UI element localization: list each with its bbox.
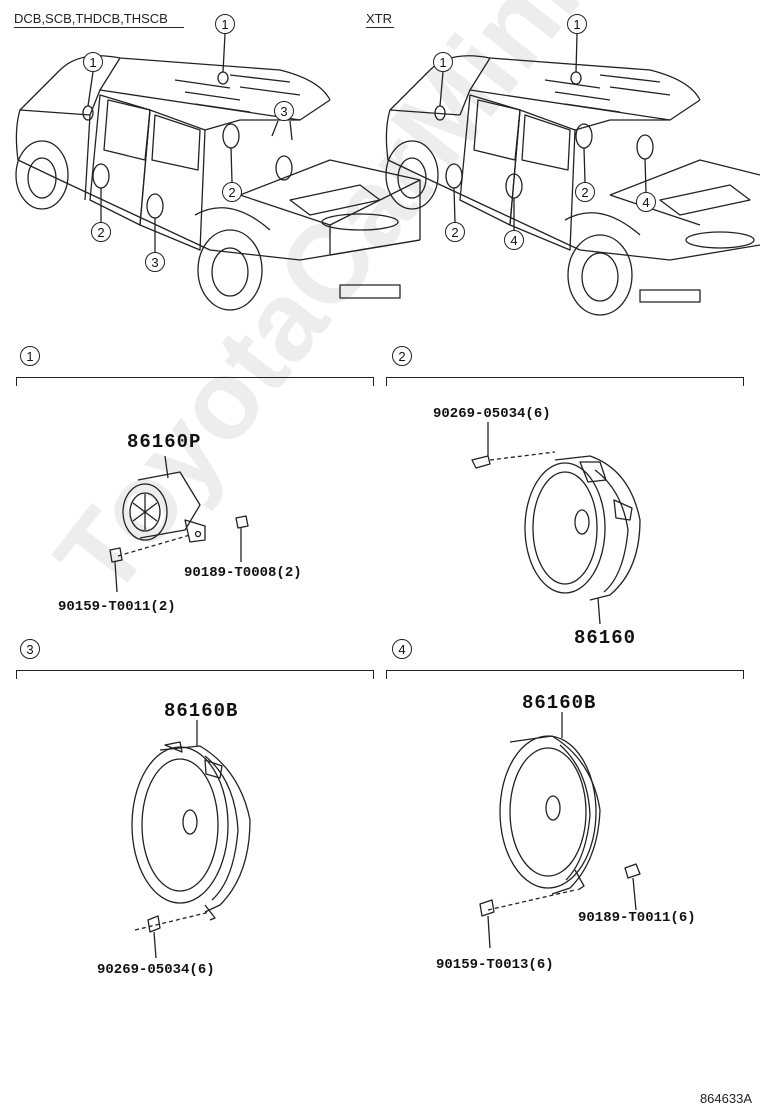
callout-badge: 4 [504,230,524,250]
callout-badge: 2 [575,182,595,202]
fastener-label: 90189-T0011(6) [578,910,696,926]
left-vehicle-title: DCB,SCB,THDCB,THSCB [14,11,168,26]
part-number-label: 86160B [522,692,597,714]
section-2-bracket [386,377,744,386]
callout-badge: 2 [91,222,111,242]
callout-badge: 1 [567,14,587,34]
section-1-badge: 1 [20,346,40,366]
callout-badge: 3 [274,101,294,121]
left-title-underline [14,27,184,28]
callout-badge: 1 [83,52,103,72]
tweeter-drawing [109,455,249,593]
section-3-bracket [16,670,374,679]
fastener-label: 90269-05034(6) [97,962,215,978]
speaker-2-drawing [471,422,641,625]
vehicle-illustrations [15,33,760,316]
fastener-label: 90189-T0008(2) [184,565,302,581]
section-1-bracket [16,377,374,386]
callout-badge: 3 [145,252,165,272]
right-title-underline [366,27,394,28]
section-4-badge: 4 [392,639,412,659]
part-number-label: 86160B [164,700,239,722]
callout-badge: 2 [222,182,242,202]
left-truck-drawing [15,33,421,311]
section-3-badge: 3 [20,639,40,659]
speaker-4-drawing [479,712,641,949]
callout-badge: 2 [445,222,465,242]
right-vehicle-title: XTR [366,11,392,26]
speaker-3-drawing [131,720,251,959]
part-number-label: 86160 [574,627,637,649]
fastener-label: 90159-T0011(2) [58,599,176,615]
callout-badge: 4 [636,192,656,212]
callout-badge: 1 [215,14,235,34]
section-4-bracket [386,670,744,679]
diagram-code: 864633A [699,1091,752,1106]
callout-badge: 1 [433,52,453,72]
section-2-badge: 2 [392,346,412,366]
part-number-label: 86160P [127,431,202,453]
fastener-label: 90159-T0013(6) [436,957,554,973]
fastener-label: 90269-05034(6) [433,406,551,422]
